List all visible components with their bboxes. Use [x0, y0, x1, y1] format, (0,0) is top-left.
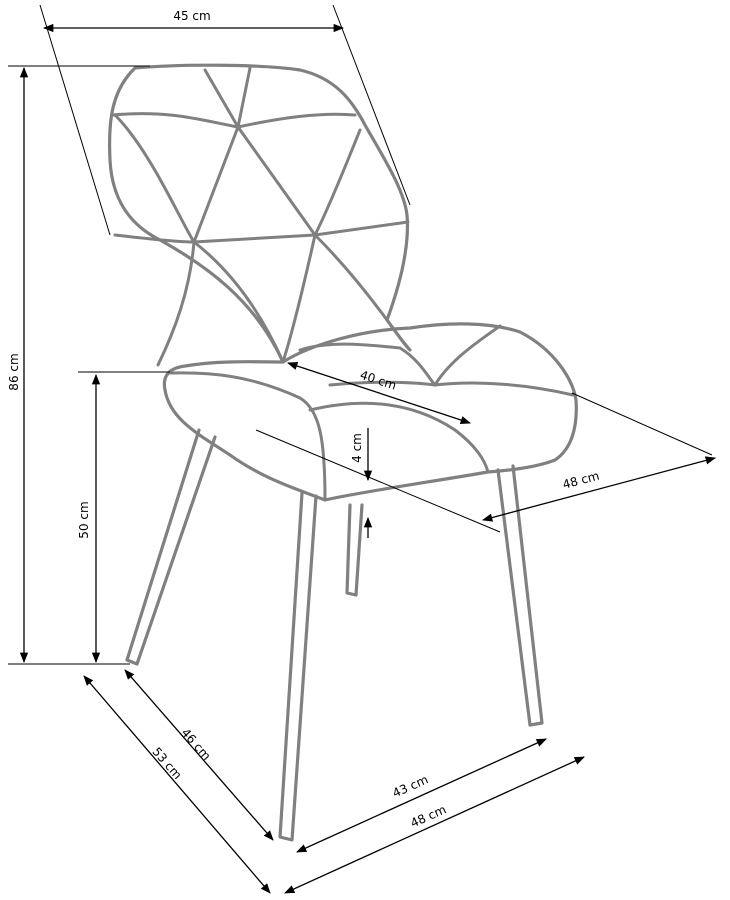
- backrest-seam: [313, 233, 389, 322]
- extension-line: [255, 429, 501, 533]
- seat-seam: [433, 324, 502, 387]
- leg-back-left: [345, 503, 364, 597]
- leg-front-left: [125, 428, 217, 666]
- backrest-seam: [192, 220, 410, 244]
- seat-seam: [168, 371, 302, 400]
- extension-line: [39, 4, 111, 236]
- dimension-line-leg-width: [296, 738, 547, 853]
- backrest-seam: [113, 233, 196, 244]
- seat-seam: [453, 428, 490, 474]
- label-seat-height: 50 cm: [77, 501, 91, 538]
- label-top-width: 45 cm: [173, 9, 210, 23]
- label-leg-width: 43 cm: [390, 772, 430, 800]
- seat-seam: [298, 342, 402, 352]
- backrest-seam: [236, 112, 357, 129]
- backrest-seam: [236, 125, 317, 237]
- label-seat-depth: 40 cm: [358, 368, 398, 393]
- extension-line: [571, 392, 713, 456]
- backrest-seam: [281, 233, 317, 364]
- dimension-line-overall-width: [284, 756, 585, 894]
- label-leg-depth: 46 cm: [178, 726, 213, 763]
- label-overall-width: 48 cm: [408, 802, 448, 830]
- leg-back-right: [496, 464, 544, 727]
- backrest-seam: [313, 128, 362, 237]
- dimension-line-side-depth: [481, 456, 717, 522]
- label-total-height: 86 cm: [7, 353, 21, 390]
- chair-illustration: [107, 63, 578, 842]
- backrest-seam: [192, 240, 285, 364]
- extension-line: [332, 4, 411, 206]
- seat-seam: [308, 401, 457, 432]
- backrest-seam: [156, 240, 196, 367]
- backrest-seam: [192, 125, 240, 244]
- backrest-seam: [113, 113, 196, 244]
- label-seat-thickness: 4 cm: [350, 433, 364, 463]
- dimension-annotations: 45 cm 86 cm 50 cm 40 cm 4 cm 48 cm 46 cm…: [7, 4, 717, 894]
- leg-front-right: [278, 491, 318, 842]
- backrest-seam: [111, 112, 240, 129]
- label-overall-depth: 53 cm: [149, 745, 184, 782]
- seat-seam: [398, 346, 437, 387]
- backrest-seam: [203, 66, 252, 132]
- label-side-depth: 48 cm: [561, 469, 601, 492]
- dimension-line-overall-depth: [83, 675, 271, 894]
- seat-seam: [298, 396, 327, 502]
- seat-seam: [433, 381, 575, 397]
- dimension-line-seat-depth: [287, 361, 471, 425]
